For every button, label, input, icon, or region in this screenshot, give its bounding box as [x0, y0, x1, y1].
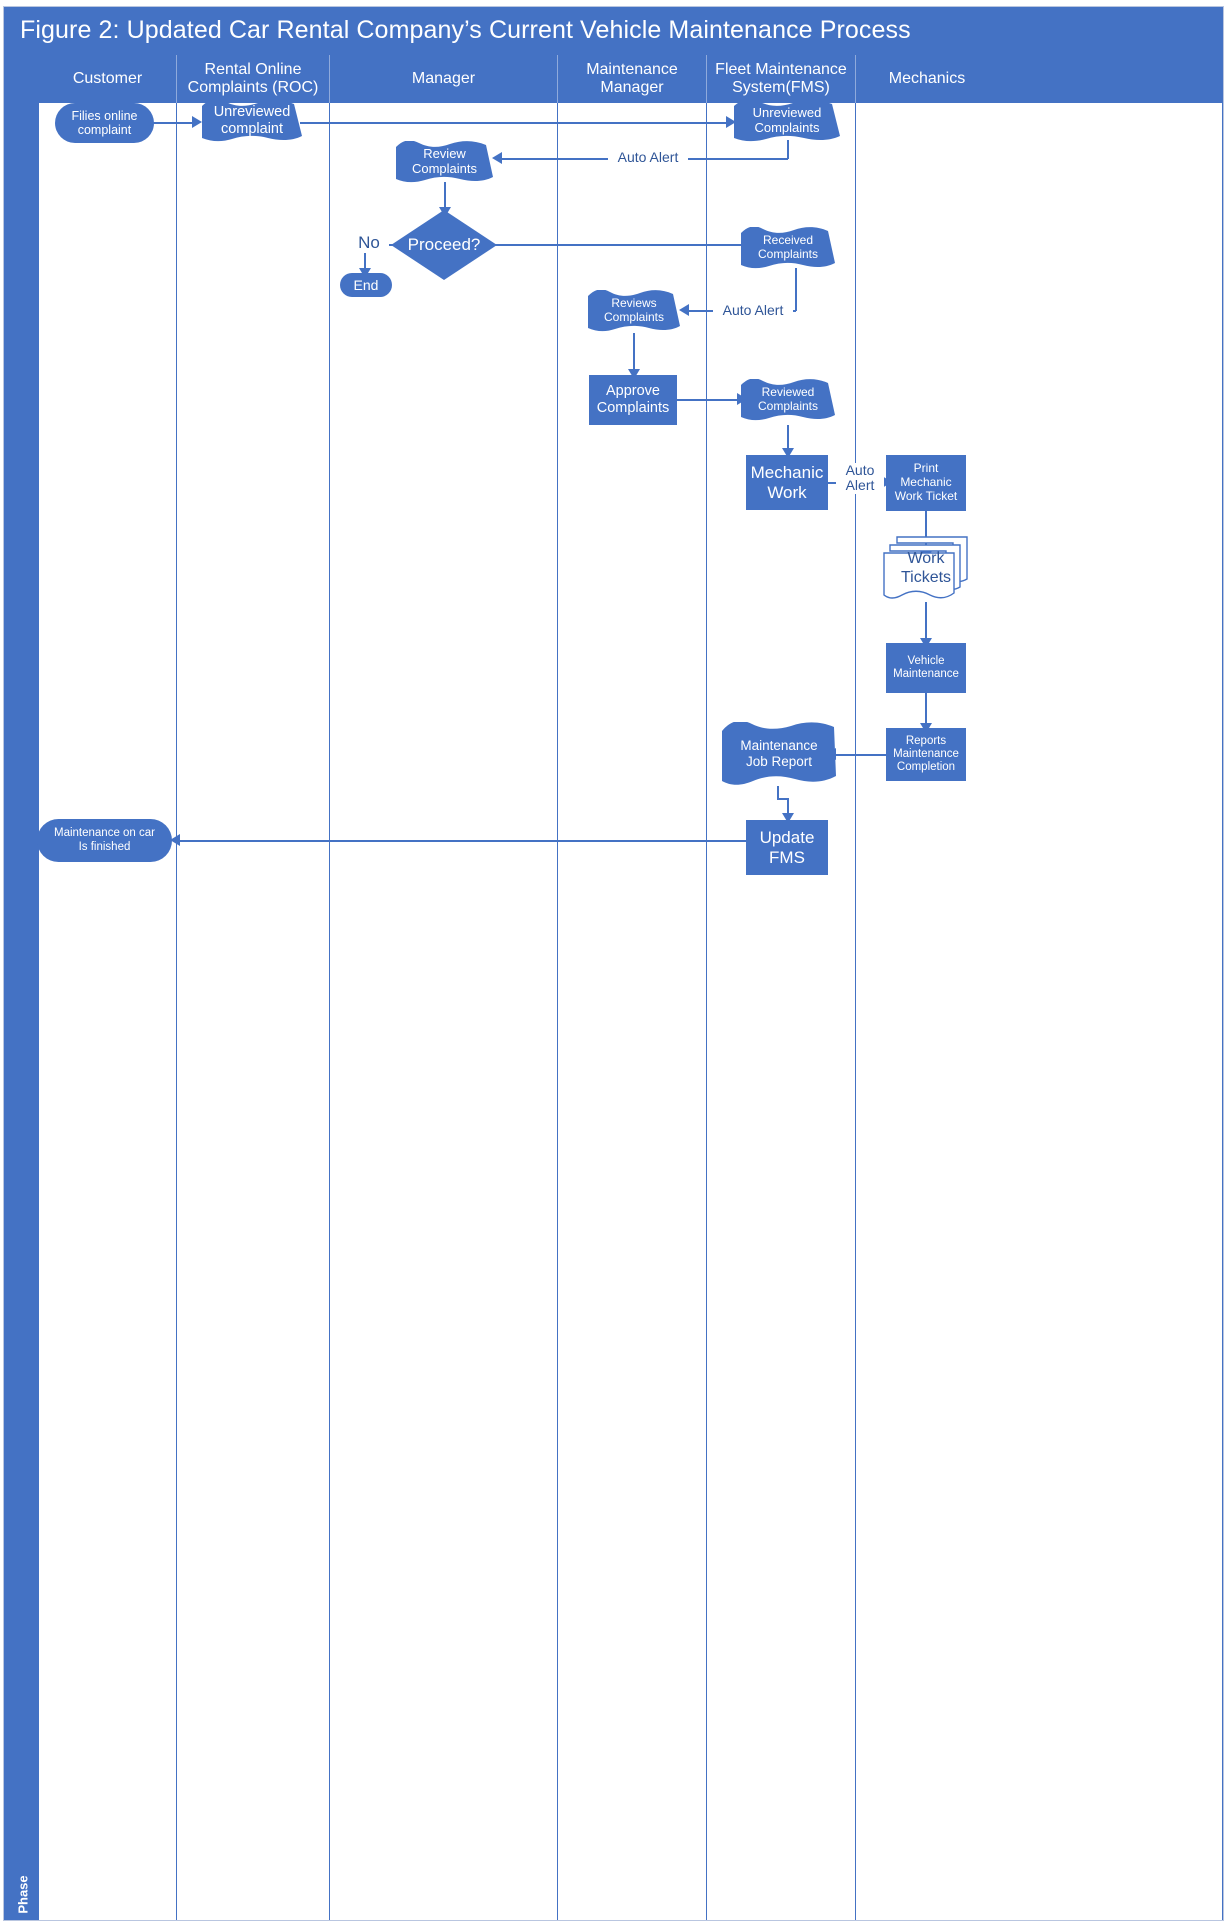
edge-label-auto-alert-2: Auto Alert	[713, 302, 793, 319]
lane-header-manager: Manager	[329, 55, 557, 103]
document-shape-icon	[734, 100, 840, 142]
node-review-complaints[interactable]: Review Complaints	[396, 141, 493, 183]
connector-proceed-no	[381, 244, 401, 246]
lane-header-mechanics: Mechanics	[855, 55, 998, 103]
lane-header-customer: Customer	[72, 69, 143, 87]
node-received-complaints[interactable]: Received Complaints	[741, 227, 835, 269]
connector-fms-alert1-down	[787, 140, 789, 159]
connector-approve-to-reviewed	[677, 399, 741, 401]
connector-jobreport-jog	[777, 798, 789, 800]
arrowhead-alert2-to-reviews	[679, 304, 689, 316]
connector-reviewed-to-mechanicwork	[787, 425, 789, 451]
document-shape-icon	[741, 379, 835, 421]
connector-print-to-worktickets	[925, 511, 927, 554]
connector-vehicle-to-reports	[925, 693, 927, 726]
arrowhead-jobreport-to-updatefms	[782, 813, 794, 823]
connector-jobreport-down-b	[787, 798, 789, 816]
node-files-online-complaint[interactable]: Filies online complaint	[55, 103, 154, 143]
node-unreviewed-complaints[interactable]: Unreviewed Complaints	[734, 100, 840, 142]
connector-reports-to-jobreport	[832, 754, 887, 756]
connector-updatefms-to-finished	[176, 840, 748, 842]
phase-label: Phase	[15, 1875, 31, 1914]
figure-title: Figure 2: Updated Car Rental Company’s C…	[20, 16, 911, 44]
arrowhead-reviews-to-approve	[628, 369, 640, 379]
node-vehicle-maintenance[interactable]: Vehicle Maintenance	[886, 643, 966, 693]
lane-body-fms	[706, 103, 855, 1920]
lane-body-roc	[176, 103, 329, 1920]
node-reports-maintenance-completion[interactable]: Reports Maintenance Completion	[886, 728, 966, 781]
node-end[interactable]: End	[340, 273, 392, 297]
lane-body-customer	[39, 103, 176, 1920]
edge-label-auto-alert-1: Auto Alert	[608, 149, 688, 166]
node-work-tickets[interactable]: Work Tickets	[883, 533, 969, 603]
lane-body-manager	[329, 103, 557, 1920]
node-update-fms[interactable]: Update FMS	[746, 820, 828, 875]
node-print-mechanic-work-ticket[interactable]: Print Mechanic Work Ticket	[886, 455, 966, 511]
connector-proceed-to-received	[489, 244, 741, 246]
arrowhead-updatefms-to-finished	[170, 834, 180, 846]
multi-document-shape-icon	[883, 536, 968, 599]
node-approve-complaints[interactable]: Approve Complaints	[589, 375, 677, 425]
edge-label-auto-alert-3: Auto Alert	[836, 462, 884, 494]
figure-title-bar: Figure 2: Updated Car Rental Company’s C…	[4, 7, 1223, 55]
phase-rail: Phase	[4, 55, 39, 1920]
diamond-shape-icon	[391, 210, 497, 280]
node-reviewed-complaints[interactable]: Reviewed Complaints	[741, 379, 835, 421]
connector-roc-to-fms	[300, 122, 730, 124]
document-shape-icon	[396, 141, 493, 183]
node-reviews-complaints[interactable]: Reviews Complaints	[588, 290, 680, 332]
arrowhead-files-to-unreviewed	[192, 116, 202, 128]
connector-reviews-to-approve	[633, 333, 635, 371]
connector-jobreport-down-a	[777, 786, 779, 799]
arrowhead-alert1-to-review	[492, 152, 502, 164]
connector-review-to-proceed	[444, 182, 446, 209]
document-shape-icon	[588, 290, 680, 332]
node-mechanic-work[interactable]: Mechanic Work	[746, 455, 828, 510]
document-shape-icon	[722, 722, 836, 785]
node-maintenance-job-report[interactable]: Maintenance Job Report	[722, 722, 836, 786]
diagram-border	[3, 6, 1224, 1921]
document-shape-icon	[741, 227, 835, 269]
connector-files-to-unreviewed	[146, 122, 198, 124]
lane-body-mechanics	[855, 103, 1223, 1920]
connector-fms-alert2-down	[795, 268, 797, 311]
node-unreviewed-complaint[interactable]: Unreviewed complaint	[202, 100, 302, 142]
document-shape-icon	[202, 100, 302, 142]
node-proceed-decision[interactable]: Proceed?	[391, 210, 497, 280]
connector-no-to-end	[364, 252, 366, 270]
arrowhead-reviewed-to-mechanicwork	[782, 448, 794, 458]
connector-worktickets-to-vehicle	[925, 602, 927, 642]
edge-label-no: No	[349, 233, 389, 253]
arrowhead-roc-to-fms	[726, 116, 736, 128]
node-maintenance-finished[interactable]: Maintenance on car Is finished	[37, 819, 172, 862]
